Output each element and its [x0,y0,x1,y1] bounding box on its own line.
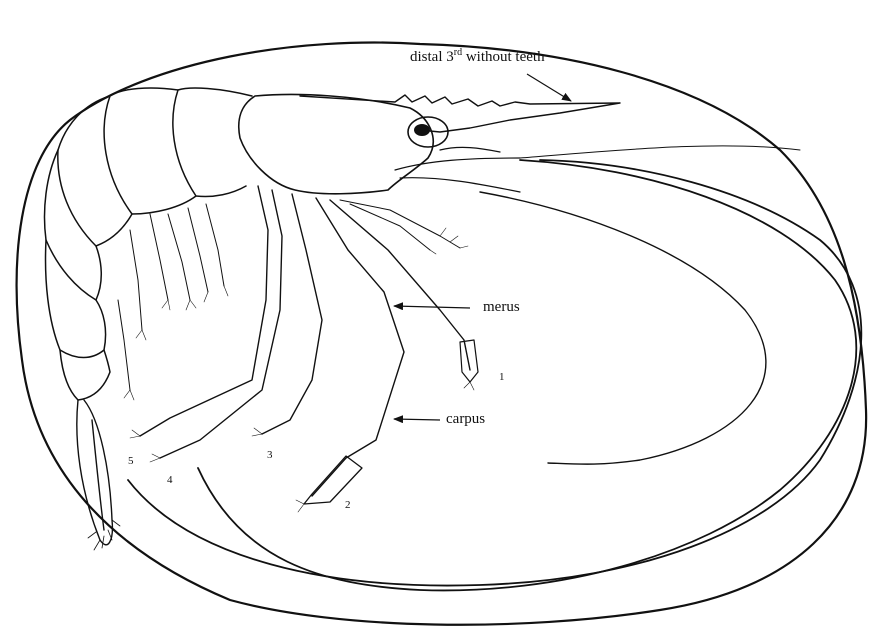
leg-setae [130,382,474,512]
abdomen-segment-2 [104,88,196,214]
leg-2-chela [304,456,362,504]
merus-label: merus [483,300,520,315]
eye-cornea [414,124,430,136]
leg-3 [262,194,322,434]
carapace [239,95,433,194]
antenna-outer-loop [17,43,867,625]
abdomen-segment-4 [45,150,102,300]
antennular-flagellum [520,146,800,158]
antenna-strand-3 [480,192,766,464]
leg-4 [160,190,282,458]
rostrum-arrow [527,74,571,101]
tail-setae [88,520,120,550]
leg-5 [140,186,268,436]
leg-4-label: 4 [167,475,173,486]
pleopods [118,204,224,390]
leg-2 [312,198,404,496]
carpus-label: carpus [446,412,485,427]
merus-arrow [394,306,470,308]
antenna-strand-1 [128,160,861,586]
leg-5-label: 5 [128,456,134,467]
antenna-strand-2 [198,160,856,590]
rostrum [300,95,620,132]
carpus-arrow [394,419,440,420]
leg-3-label: 3 [267,450,273,461]
leg-1-chela [460,340,478,382]
abdomen-segment-3 [58,96,132,246]
rostrum-label: distal 3rd without teeth [410,50,545,65]
leg-2-label: 2 [345,500,351,511]
leg-1-label: 1 [499,372,505,383]
abdomen-segment-1 [173,88,252,197]
